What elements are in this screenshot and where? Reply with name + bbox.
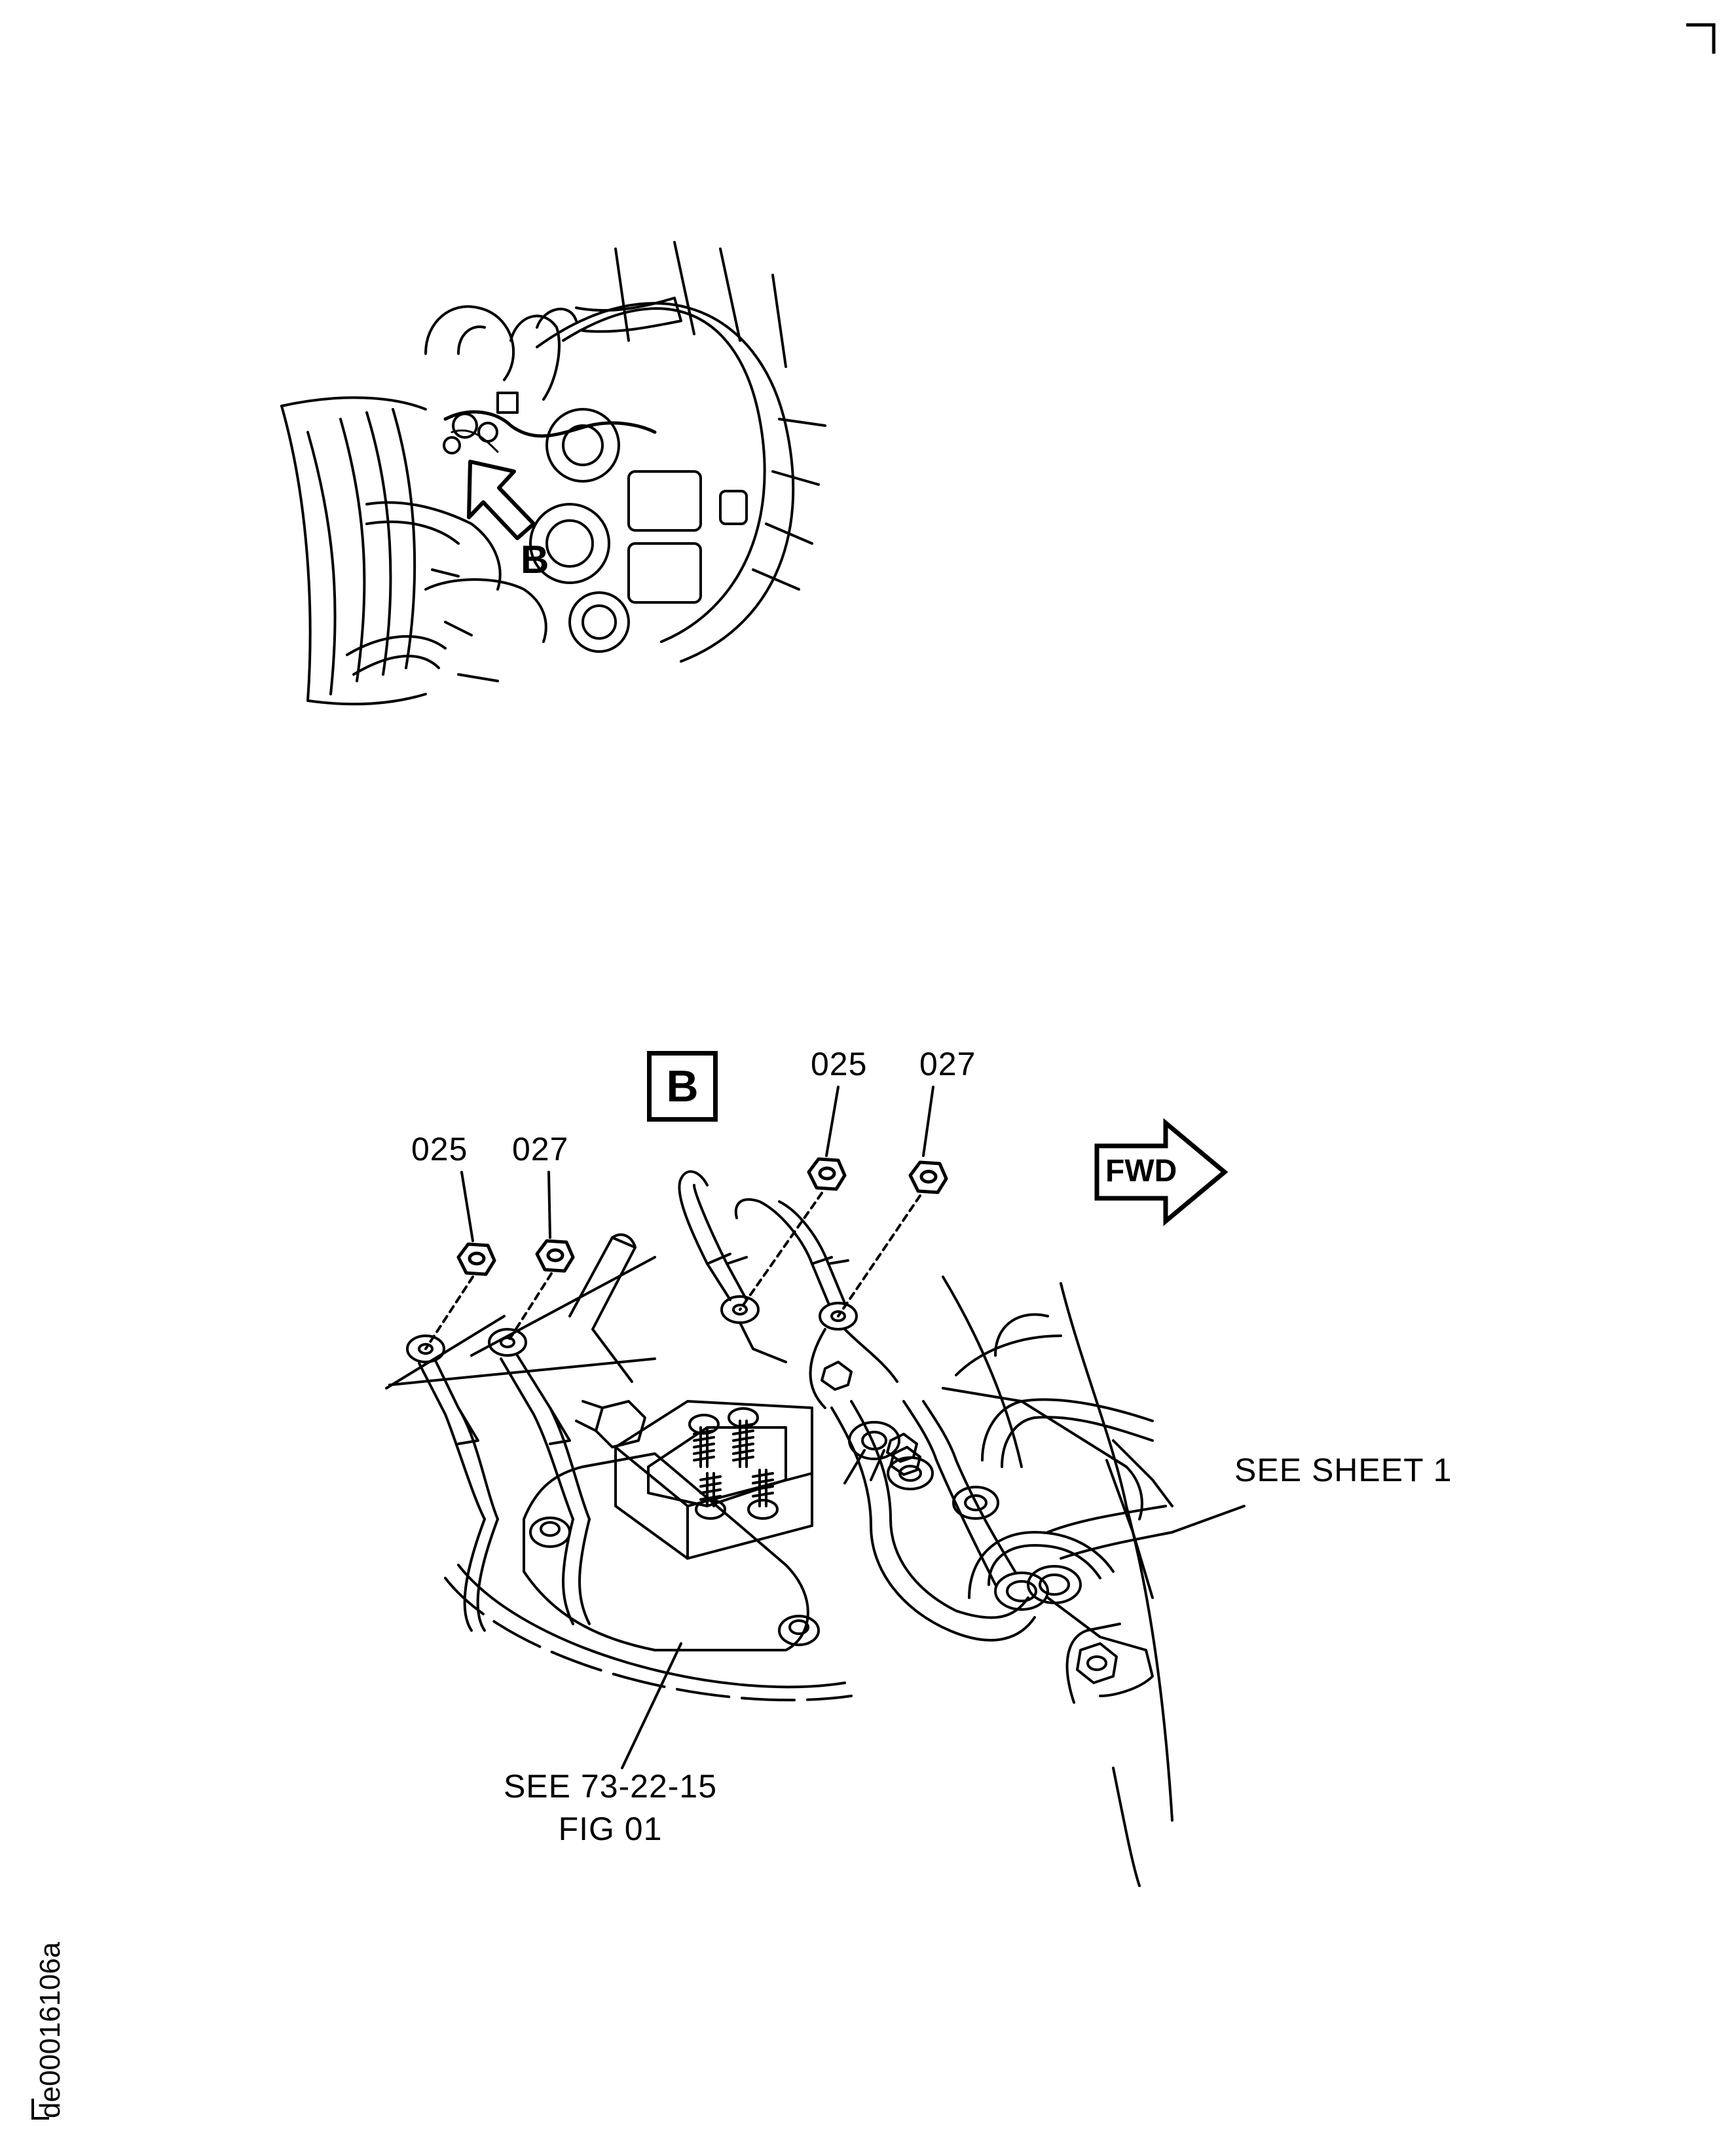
see-figure-reference-line-1: SEE 73-22-15 <box>503 1768 718 1805</box>
callout-025-left: 025 <box>411 1131 468 1168</box>
see-sheet-reference: SEE SHEET 1 <box>1234 1452 1452 1488</box>
see-figure-reference-line-2: FIG 01 <box>558 1811 663 1847</box>
document-id: de00016106a <box>34 1941 66 2118</box>
nut-025-right <box>807 1157 847 1191</box>
nut-027-right <box>908 1160 948 1194</box>
callout-027-right: 027 <box>919 1046 976 1082</box>
nut-025-left <box>456 1242 496 1276</box>
nut-027-left <box>535 1239 575 1273</box>
detail-view-label: B <box>647 1051 718 1122</box>
callout-027-left: 027 <box>512 1131 569 1168</box>
callout-025-right: 025 <box>811 1046 868 1082</box>
view-callout-letter: B <box>521 538 550 581</box>
fwd-label: FWD <box>1105 1154 1177 1188</box>
